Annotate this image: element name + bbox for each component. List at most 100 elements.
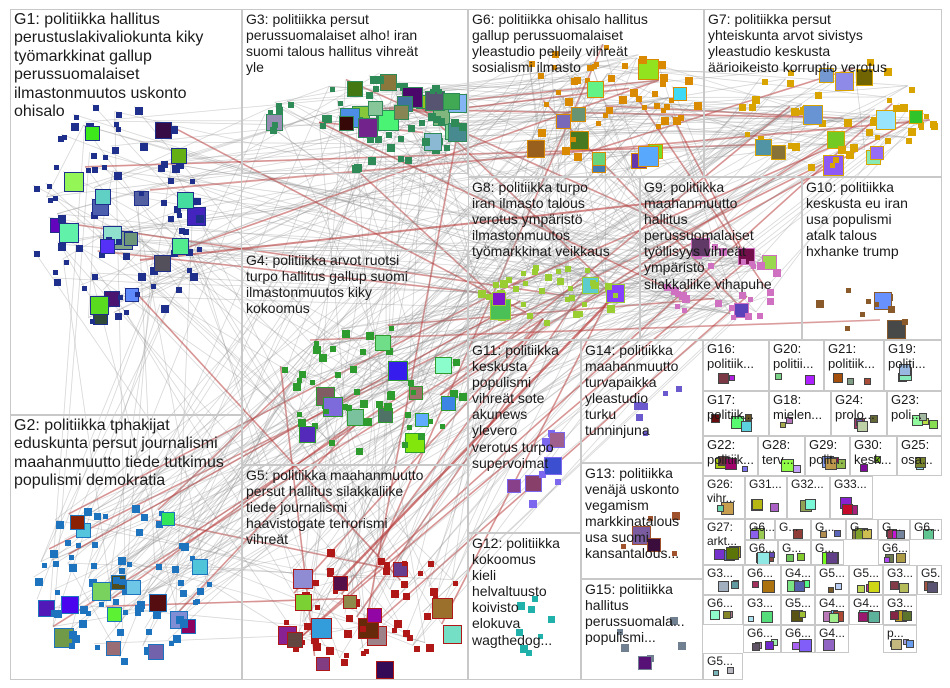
node-tile xyxy=(444,145,450,151)
node-tile xyxy=(713,670,719,676)
node-tile xyxy=(402,561,407,566)
group-box-g7: G7: politiikka persut yhteiskunta arvot … xyxy=(704,9,942,177)
node-tile xyxy=(568,286,573,291)
node-tile xyxy=(304,623,311,630)
node-tile xyxy=(123,253,130,260)
node-tile xyxy=(428,561,434,567)
group-box-g17: G17: politiik... xyxy=(703,391,769,436)
group-box-g26: G26: vihr... xyxy=(703,476,745,519)
node-tile xyxy=(661,117,669,125)
group-label-g1: G1: politiikka hallitus perustuslakivali… xyxy=(14,11,239,121)
node-tile xyxy=(124,232,138,246)
group-label-s5: G... xyxy=(882,521,907,535)
group-label-g6: G6: politiikka ohisalo hallitus gallup p… xyxy=(472,11,701,75)
group-box-g20: G20: politii... xyxy=(769,340,824,391)
node-tile xyxy=(360,349,366,355)
node-tile xyxy=(868,581,880,593)
node-tile xyxy=(388,391,395,398)
group-box-s11: G3... xyxy=(703,565,743,595)
node-tile xyxy=(438,118,445,125)
node-tile xyxy=(34,251,40,257)
node-tile xyxy=(161,512,175,526)
node-tile xyxy=(161,200,167,206)
node-tile xyxy=(384,403,392,411)
group-box-g22: G22: politiik... xyxy=(703,436,758,476)
node-tile xyxy=(607,305,615,313)
group-label-g5: G5: politiikka maahanmuutto persut halli… xyxy=(246,467,465,547)
node-tile xyxy=(276,103,282,109)
group-box-g28: G28: terv... xyxy=(758,436,805,476)
node-tile xyxy=(492,292,506,306)
group-label-g33: G33... xyxy=(834,478,870,492)
node-tile xyxy=(591,282,598,289)
node-tile xyxy=(846,288,851,293)
group-box-s28: p... xyxy=(883,625,917,653)
node-tile xyxy=(745,313,752,320)
node-tile xyxy=(538,129,546,137)
node-tile xyxy=(288,102,294,108)
group-box-g31: G31... xyxy=(745,476,787,519)
node-tile xyxy=(835,583,842,590)
node-tile xyxy=(311,618,332,639)
node-tile xyxy=(748,297,753,302)
node-tile xyxy=(132,505,140,513)
node-tile xyxy=(900,104,908,112)
node-tile xyxy=(443,625,462,644)
node-tile xyxy=(91,563,97,569)
node-tile xyxy=(909,87,915,93)
node-tile xyxy=(53,270,58,275)
node-tile xyxy=(792,642,800,650)
node-tile xyxy=(585,268,590,273)
node-tile xyxy=(642,105,647,110)
node-tile xyxy=(86,168,91,173)
group-label-g8: G8: politiikka turpo iran ilmasto talous… xyxy=(472,179,637,259)
group-box-s2: G... xyxy=(775,519,811,540)
group-box-s1: G6... xyxy=(745,519,775,540)
node-tile xyxy=(360,626,366,632)
node-tile xyxy=(386,132,392,138)
group-label-s27: G4... xyxy=(819,627,846,641)
node-tile xyxy=(207,582,212,587)
node-tile xyxy=(297,412,302,417)
node-tile xyxy=(405,157,412,164)
node-tile xyxy=(69,555,74,560)
group-box-s12: G6... xyxy=(743,565,781,595)
node-tile xyxy=(344,653,349,658)
node-tile xyxy=(350,366,357,373)
node-tile xyxy=(864,378,871,385)
node-tile xyxy=(401,581,408,588)
node-tile xyxy=(890,581,899,590)
node-tile xyxy=(327,568,334,575)
node-tile xyxy=(717,505,724,512)
group-label-s1: G6... xyxy=(749,521,772,535)
group-box-g25: G25: osa... xyxy=(897,436,942,476)
node-tile xyxy=(268,110,273,115)
node-tile xyxy=(493,282,499,288)
node-tile xyxy=(99,602,104,607)
node-tile xyxy=(638,656,652,670)
node-tile xyxy=(398,156,404,162)
node-tile xyxy=(745,132,750,137)
group-box-s15: G5... xyxy=(849,565,883,595)
node-tile xyxy=(899,583,909,593)
group-label-g18: G18: mielen... xyxy=(773,393,828,423)
group-box-g2: G2: politiikka tphakijat eduskunta persu… xyxy=(10,415,242,680)
node-tile xyxy=(605,283,612,290)
node-tile xyxy=(565,297,570,302)
group-label-g24: G24: prolo... xyxy=(835,393,884,423)
node-tile xyxy=(573,311,580,318)
group-box-s6: G6... xyxy=(910,519,942,540)
node-tile xyxy=(440,424,445,429)
node-tile xyxy=(755,139,772,156)
group-box-g18: G18: mielen... xyxy=(769,391,831,436)
node-tile xyxy=(313,346,321,354)
group-label-g12: G12: politiikka kokoomus kieli helvaltuu… xyxy=(472,535,578,648)
node-tile xyxy=(84,508,92,516)
node-tile xyxy=(190,179,195,184)
node-tile xyxy=(902,611,912,621)
group-label-g3: G3: politiikka persut perussuomalaiset a… xyxy=(246,11,465,75)
node-tile xyxy=(329,440,335,446)
node-tile xyxy=(299,426,316,443)
group-label-g4: G4: politiikka arvot ruotsi turpo hallit… xyxy=(246,252,465,316)
group-label-s28: p... xyxy=(887,627,914,641)
